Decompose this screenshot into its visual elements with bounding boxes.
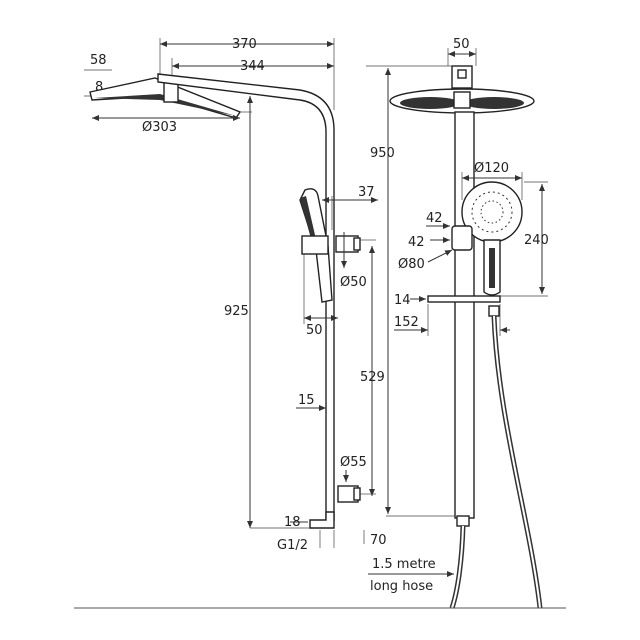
dim-label-70: 70 — [370, 533, 387, 548]
dim-label-55: Ø55 — [340, 455, 367, 470]
nozzle-ring — [471, 191, 513, 233]
dim-label-925: 925 — [224, 304, 249, 319]
dim-label-370: 370 — [232, 37, 257, 52]
dim-line-80 — [427, 249, 453, 263]
dim-label-120: Ø120 — [474, 161, 509, 176]
dim-label-152: 152 — [394, 315, 419, 330]
hose-bottom — [449, 525, 466, 609]
dim-label-42b: 42 — [408, 235, 425, 250]
hose-bottom-highlight — [451, 525, 464, 609]
bracket-flange — [353, 237, 361, 251]
shower-arm-riser — [157, 73, 335, 521]
dim-label-950: 950 — [370, 146, 395, 161]
handle-strip — [489, 248, 495, 288]
hose-highlight — [493, 315, 541, 609]
front-riser — [454, 111, 475, 519]
dim-label-50-top: 50 — [453, 37, 470, 52]
dim-label-50: 50 — [306, 323, 323, 338]
nozzle-group-left — [400, 97, 460, 109]
dim-label-303: Ø303 — [142, 120, 177, 135]
connector-nut — [457, 69, 467, 79]
dim-label-50-bracket: Ø50 — [340, 275, 367, 290]
dim-label-14: 14 — [394, 293, 411, 308]
soap-shelf — [427, 295, 501, 303]
outlet-elbow — [309, 511, 335, 529]
nozzle-group-right — [464, 97, 524, 109]
hose-fitting-top — [488, 305, 500, 317]
hose-label-line2: long hose — [370, 579, 433, 594]
dim-label-37: 37 — [358, 185, 375, 200]
dim-label-8: 8 — [95, 80, 103, 95]
dim-label-15: 15 — [298, 393, 315, 408]
hand-shower-holder — [451, 225, 473, 251]
hose-label-line1: 1.5 metre — [372, 557, 436, 572]
dim-label-42a: 42 — [426, 211, 443, 226]
dim-label-240: 240 — [524, 233, 549, 248]
head-hub — [453, 91, 471, 109]
nozzle-ring-inner — [480, 200, 504, 224]
slide-holder — [301, 235, 329, 255]
front-view: 50 950 Ø120 240 42 — [366, 37, 549, 609]
dim-label-344: 344 — [240, 59, 265, 74]
dim-label-58: 58 — [90, 53, 107, 68]
side-view: 370 344 58 8 Ø303 925 37 — [84, 37, 387, 553]
dim-label-18: 18 — [284, 515, 301, 530]
hose-fitting-bottom — [456, 515, 470, 527]
dim-label-80: Ø80 — [398, 257, 425, 272]
dim-label-g12: G1/2 — [277, 538, 308, 553]
dim-label-529: 529 — [360, 370, 385, 385]
bracket-bottom-flange — [353, 487, 361, 501]
